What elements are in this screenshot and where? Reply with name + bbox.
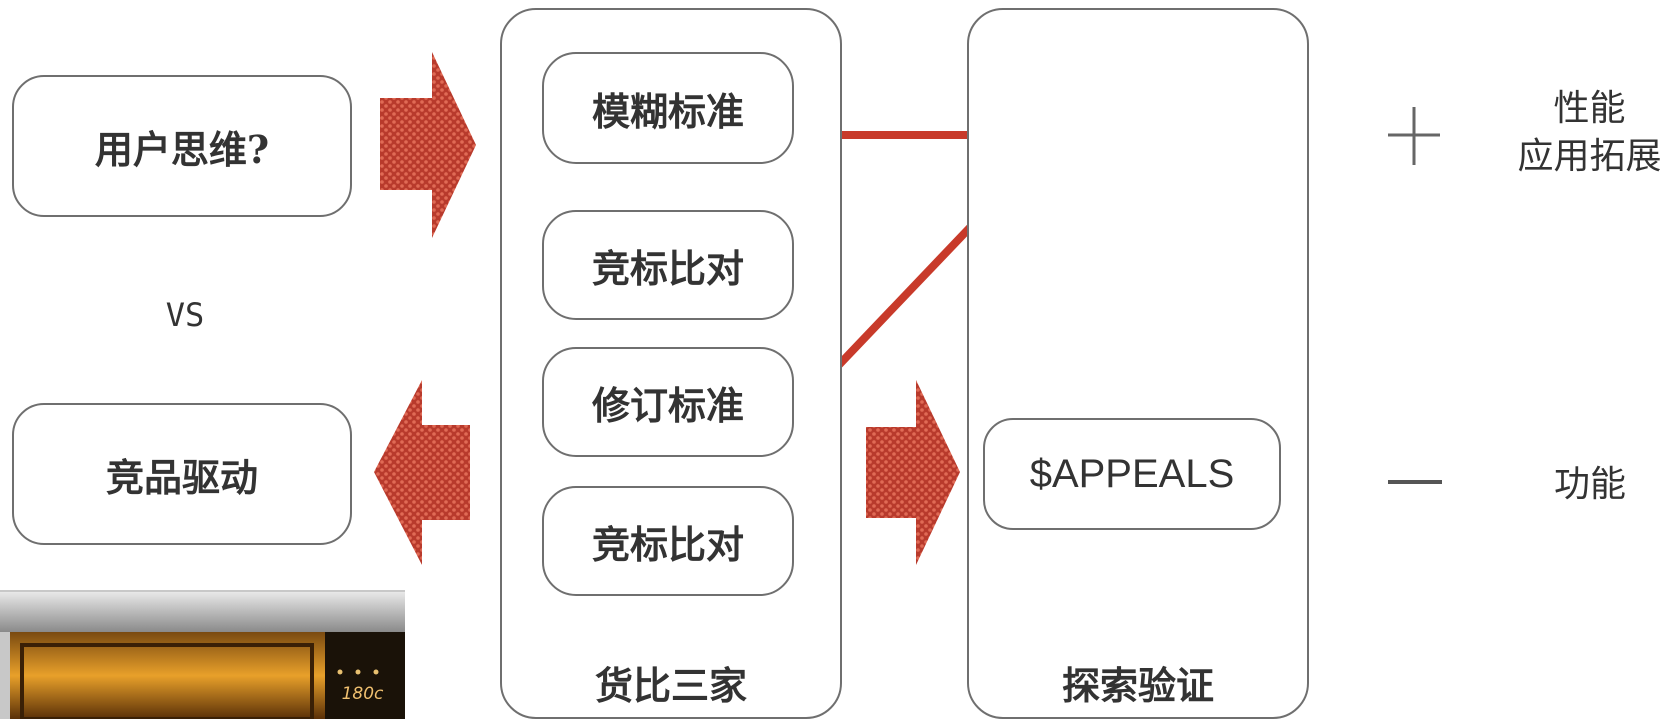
right-panel-footer: 探索验证 [1061,663,1214,708]
left-arrow-icon [374,380,470,565]
panel-item: 竞标比对 [542,210,794,320]
oven-image [0,590,405,719]
panel-item: 模糊标准 [542,52,794,164]
competitor-driven-box [12,403,352,545]
right-arrow-icon [380,52,476,238]
appeals-box: $APPEALS [983,418,1281,530]
middle-panel-footer: 货比三家 [594,663,747,708]
right-panel [967,8,1309,719]
plus-text: 性能 应用拓展 [1517,88,1662,177]
user-thinking-label: 用户思维? [94,126,270,172]
minus-text: 功能 [1553,463,1626,505]
vs-label: VS [165,296,205,334]
plus-icon [1388,107,1440,165]
oven-display: 180c [341,684,384,704]
core-benefit-label: 核心 利益 [1100,103,1173,193]
user-thinking-box [12,75,352,217]
panel-item: 竞标比对 [542,486,794,596]
right-arrow-icon [866,380,960,565]
panel-item: 修订标准 [542,347,794,457]
competitor-driven-label: 竞品驱动 [105,454,258,500]
